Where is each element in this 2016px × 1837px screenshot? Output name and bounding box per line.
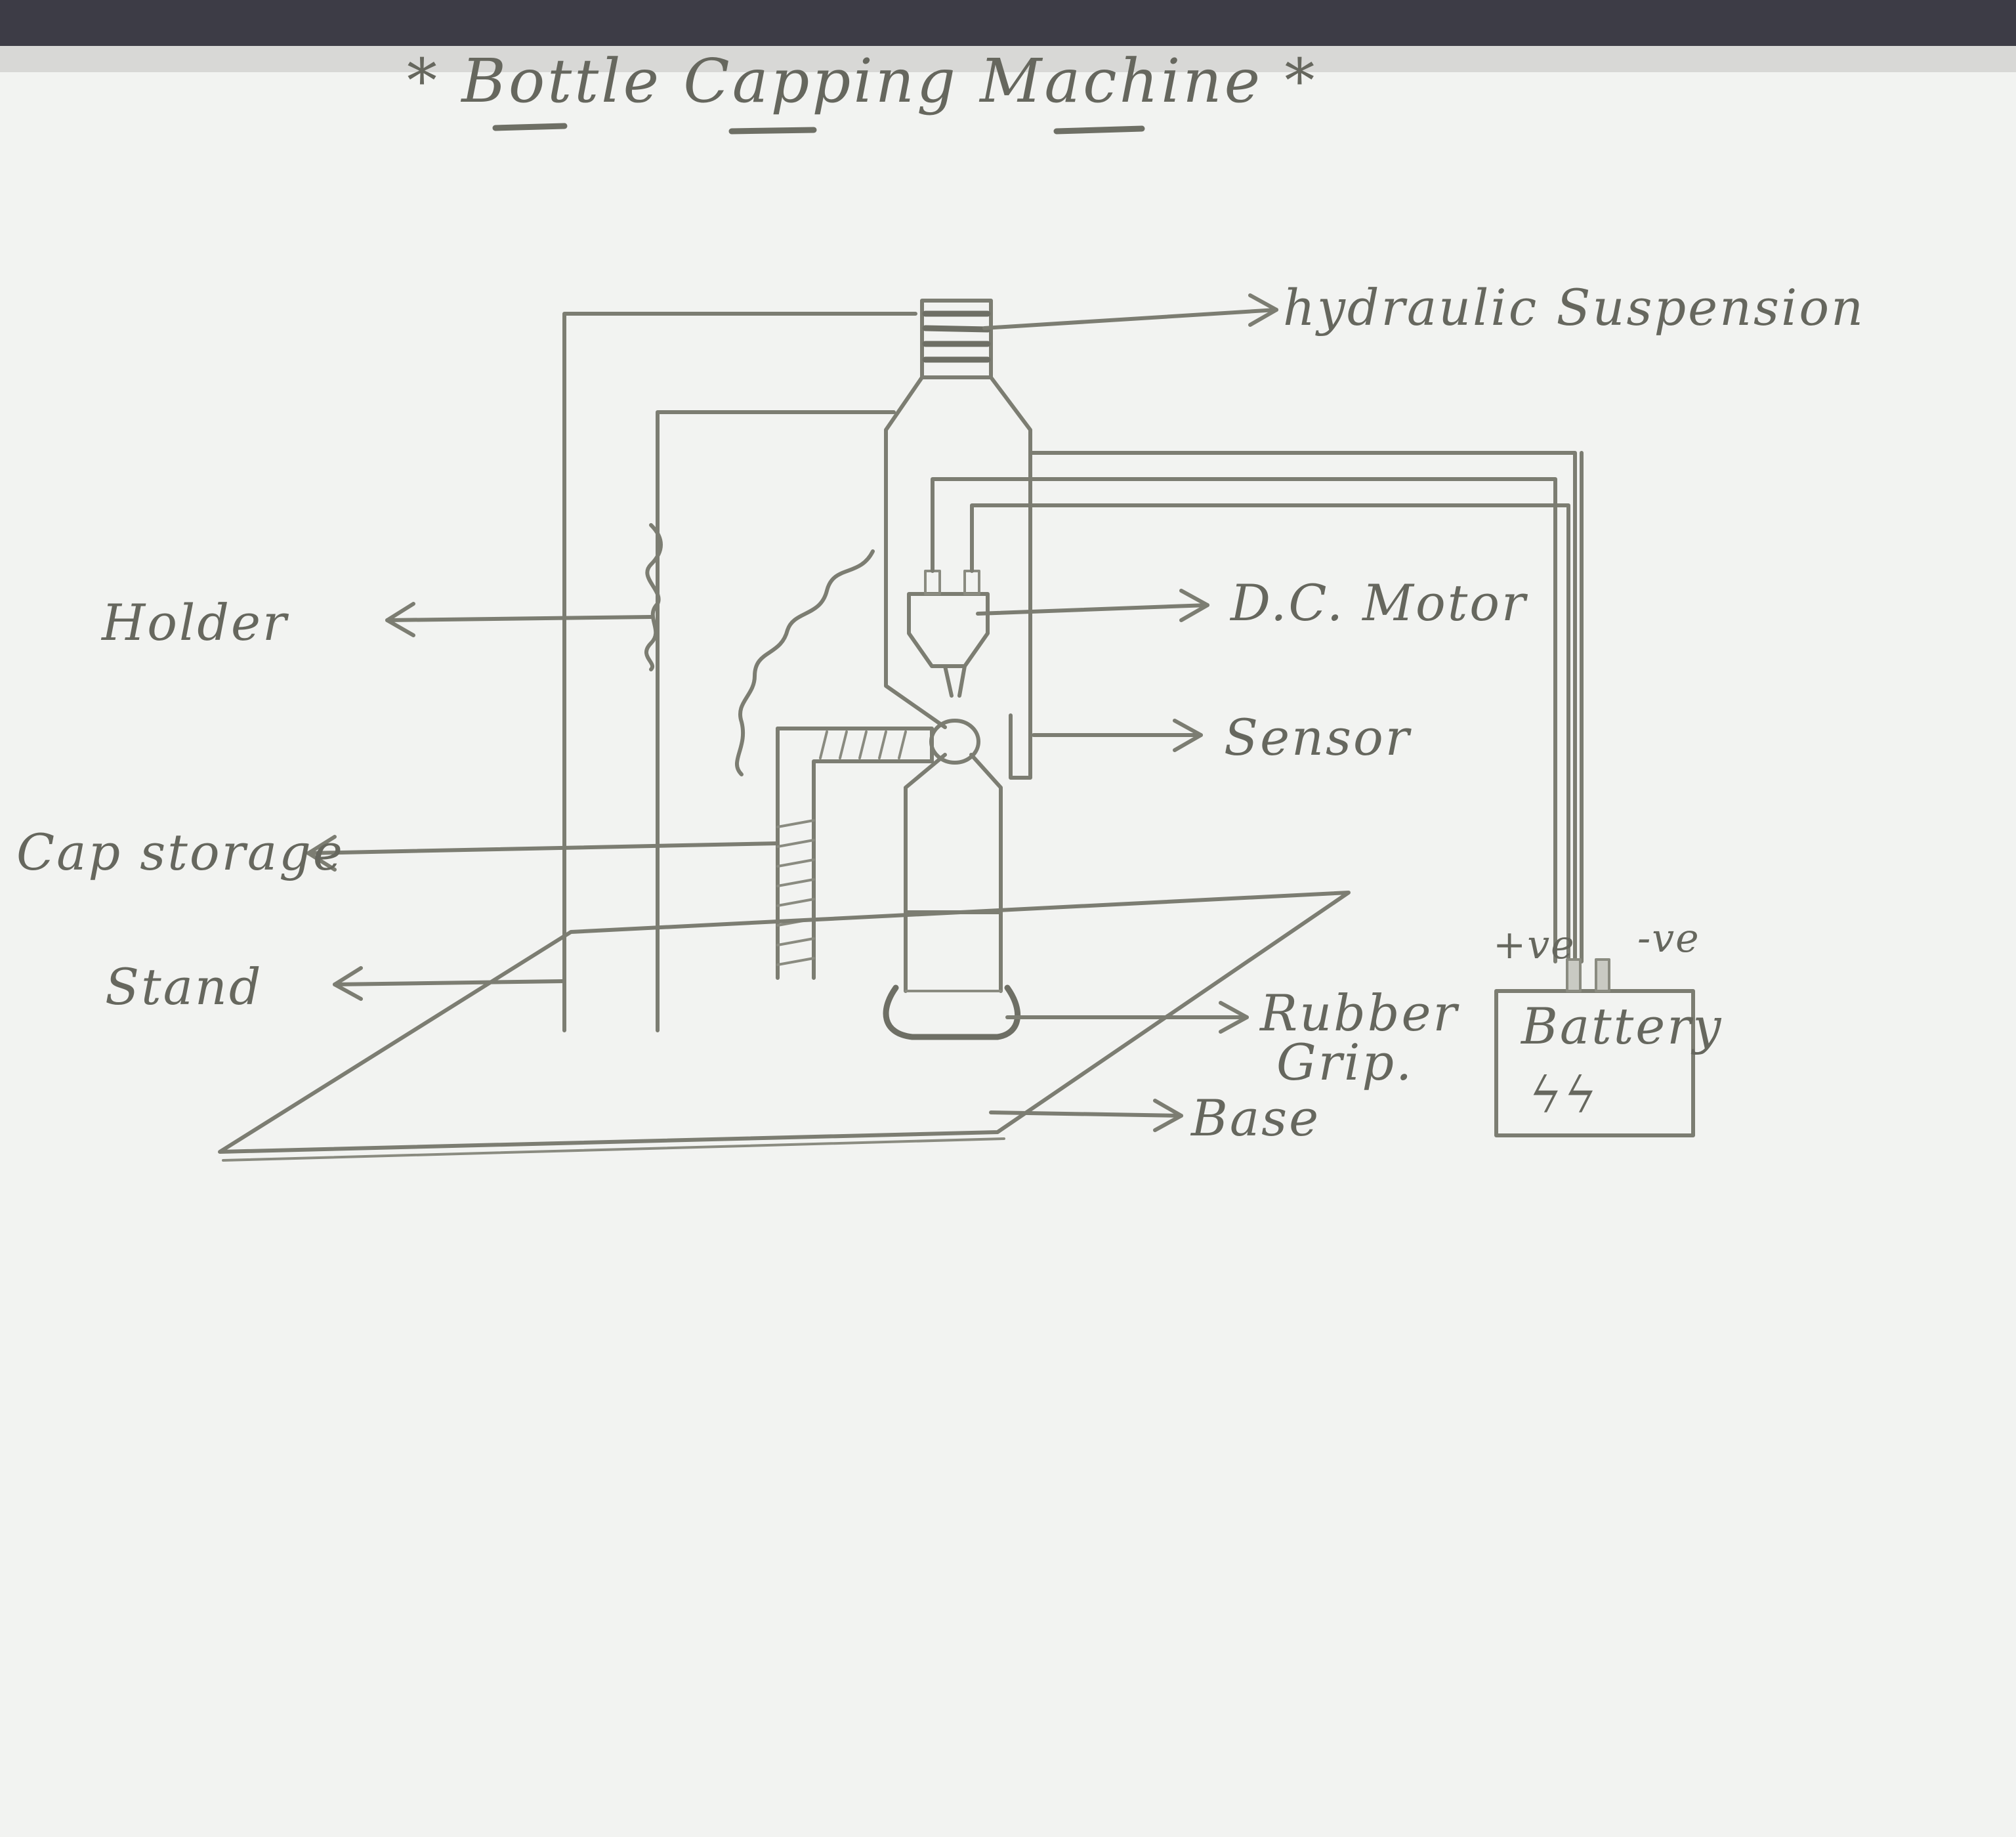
battery-symbol: ϟϟ (1529, 1066, 1599, 1124)
label-base: Base (1190, 1089, 1320, 1147)
cap-storage-tube (778, 728, 932, 978)
label-rubber-grip-line2: Grip. (1276, 1033, 1414, 1091)
bottle-body (906, 755, 1001, 991)
label-sensor: Sensor (1224, 708, 1412, 767)
positive-terminal-label: +ve (1493, 922, 1576, 968)
dc-motor (909, 571, 988, 696)
diagram-title: * Bottle Capping Machine * (407, 46, 1317, 116)
cap-feed-coil (737, 551, 873, 774)
top-shadow-band (0, 0, 2016, 46)
hydraulic-suspension-coil (922, 301, 991, 377)
machine-base (220, 893, 1349, 1160)
battery-label: Battery (1520, 997, 1723, 1055)
label-dc-motor: D.C. Motor (1229, 574, 1528, 632)
title-underline-2 (732, 130, 814, 131)
label-stand: Stand (105, 958, 263, 1016)
title-underline-3 (1057, 129, 1142, 131)
sensor-bracket (1011, 696, 1030, 778)
title-underline-1 (495, 126, 564, 128)
label-hydraulic-suspension: hydraulic Suspension (1283, 278, 1865, 337)
negative-terminal-label: -ve (1637, 916, 1700, 961)
capping-head-body (886, 377, 1030, 727)
label-holder: Holder (100, 593, 289, 652)
rubber-grip (886, 988, 1018, 1037)
label-cap-storage: Cap storage (16, 823, 345, 881)
